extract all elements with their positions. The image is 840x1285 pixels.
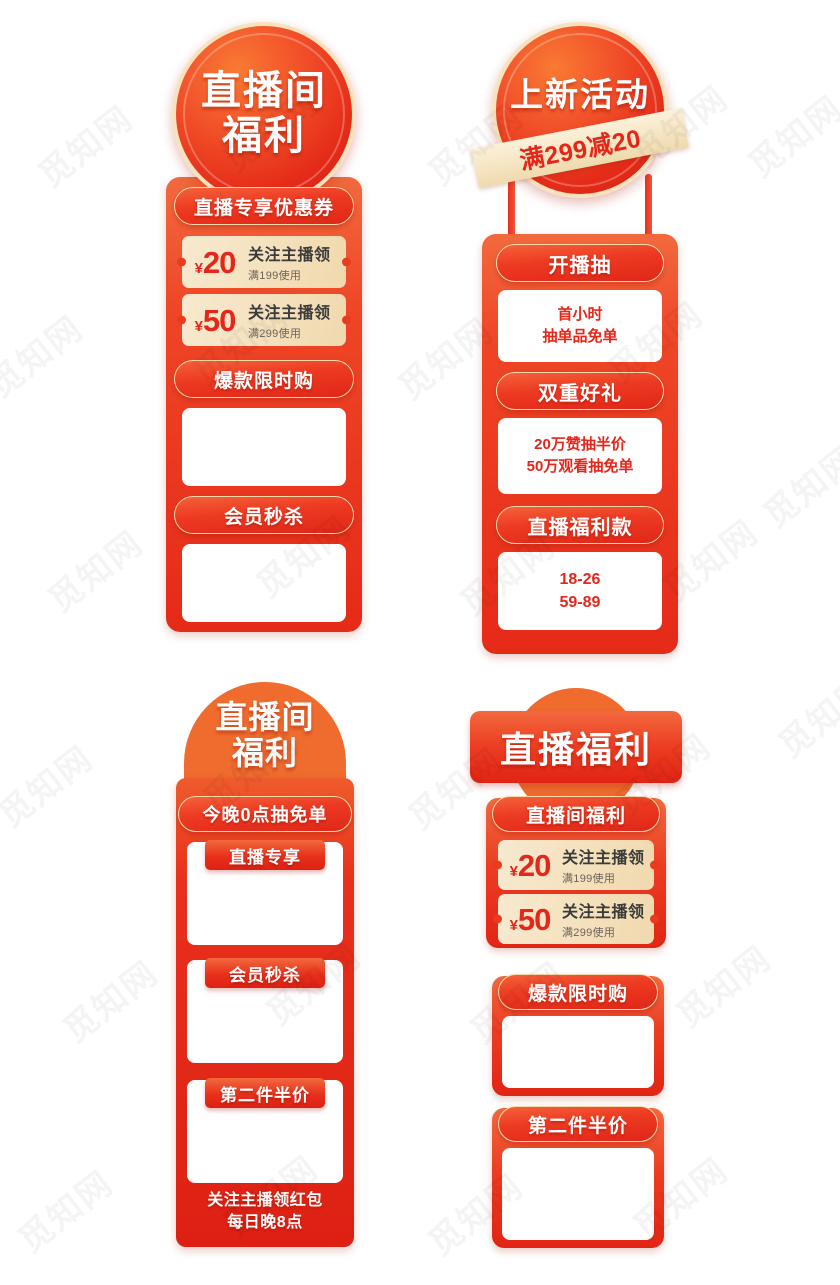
card3-section-title[interactable]: 会员秒杀 (205, 958, 325, 988)
coupon-notch-right (650, 914, 659, 924)
card3-arch-line1: 直播间 (215, 699, 315, 735)
card2-content-line: 59-89 (559, 594, 601, 611)
hanging-rod-right (645, 174, 652, 242)
coupon-notch-left (177, 257, 186, 267)
coupon-amount: ¥ 50 (182, 305, 248, 336)
card2-section-content: 20万赞抽半价 50万观看抽免单 (498, 418, 662, 494)
card-new-arrival-activity: 上新活动 满299减20 开播抽 首小时 抽单品免单 双重好礼 20万赞抽半价 … (471, 22, 689, 654)
card1-badge-line1: 直播间 (201, 69, 327, 114)
watermark-text: 觅知网 (51, 947, 166, 1052)
card4-header-pill[interactable]: 直播间福利 (492, 796, 660, 832)
coupon-currency: ¥ (509, 916, 518, 934)
coupon-ticket[interactable]: ¥ 20 关注主播领 满199使用 (177, 236, 351, 288)
coupon-currency: ¥ (194, 259, 203, 277)
coupon-info: 关注主播领 满299使用 (248, 299, 331, 341)
coupon-value: 50 (517, 901, 551, 937)
watermark-text: 觅知网 (766, 662, 840, 767)
coupon-info: 关注主播领 满199使用 (562, 844, 645, 886)
card3-arch-title: 直播间 福利 (176, 699, 354, 772)
coupon-notch-right (342, 257, 351, 267)
coupon-info: 关注主播领 满199使用 (248, 241, 331, 283)
card4-banner: 直播福利 (470, 711, 682, 783)
card2-content-line: 18-26 (559, 570, 601, 588)
card3-section-title[interactable]: 第二件半价 (205, 1078, 325, 1108)
coupon-action: 关注主播领 (562, 904, 645, 921)
card4-banner-title: 直播福利 (499, 729, 652, 770)
card-live-room-welfare-tabs: 直播间 福利 今晚0点抽免单 直播专享 会员秒杀 第二件半价 关注主播领红包 每… (176, 682, 354, 1247)
coupon-notch-left (493, 860, 502, 870)
card2-content-line: 20万赞抽半价 (534, 436, 626, 454)
coupon-ticket[interactable]: ¥ 20 关注主播领 满199使用 (493, 840, 659, 890)
watermark-text: 觅知网 (736, 82, 840, 187)
watermark-text: 觅知网 (6, 1157, 121, 1262)
card2-badge-title: 上新活动 (510, 76, 650, 114)
watermark-text: 觅知网 (0, 302, 92, 407)
coupon-ticket[interactable]: ¥ 50 关注主播领 满299使用 (177, 294, 351, 346)
card-live-room-welfare-coupons: 直播间 福利 直播专享优惠券 ¥ 20 关注主播领 满199使用 ¥ 50 (166, 22, 362, 632)
watermark-text: 觅知网 (36, 517, 151, 622)
coupon-action: 关注主播领 (248, 247, 331, 264)
coupon-condition: 满199使用 (248, 270, 302, 282)
coupon-condition: 满199使用 (562, 873, 616, 885)
card2-content-line: 抽单品免单 (542, 328, 618, 345)
coupon-currency: ¥ (509, 862, 518, 880)
watermark-text: 觅知网 (751, 432, 840, 537)
card2-section-title[interactable]: 开播抽 (496, 244, 664, 282)
coupon-value: 20 (202, 244, 236, 280)
coupon-amount: ¥ 20 (498, 850, 562, 881)
watermark-text: 觅知网 (0, 732, 102, 837)
coupon-info: 关注主播领 满299使用 (562, 898, 645, 940)
coupon-action: 关注主播领 (248, 305, 331, 322)
card1-circle-badge: 直播间 福利 (172, 22, 356, 206)
watermark-text: 觅知网 (26, 92, 141, 197)
coupon-ticket[interactable]: ¥ 50 关注主播领 满299使用 (493, 894, 659, 944)
coupon-action: 关注主播领 (562, 850, 645, 867)
coupon-condition: 满299使用 (562, 927, 616, 939)
card4-product-slot[interactable] (502, 1148, 654, 1240)
hanging-rod-left (508, 174, 515, 242)
coupon-notch-right (342, 315, 351, 325)
card4-section-title[interactable]: 第二件半价 (498, 1106, 658, 1142)
coupon-currency: ¥ (194, 317, 203, 335)
card1-product-slot[interactable] (182, 408, 346, 486)
coupon-condition: 满299使用 (248, 328, 302, 340)
card4-product-slot[interactable] (502, 1016, 654, 1088)
card1-section-title[interactable]: 会员秒杀 (174, 496, 354, 534)
card3-footer: 关注主播领红包 每日晚8点 (176, 1190, 354, 1233)
card2-circle-badge: 上新活动 (492, 22, 668, 198)
coupon-notch-left (177, 315, 186, 325)
coupon-value: 50 (202, 302, 236, 338)
card3-arch-line2: 福利 (231, 734, 298, 771)
card2-section-title[interactable]: 直播福利款 (496, 506, 664, 544)
coupon-notch-right (650, 860, 659, 870)
card2-section-content: 首小时 抽单品免单 (498, 290, 662, 362)
coupon-value: 20 (517, 847, 551, 883)
card3-section-title[interactable]: 直播专享 (205, 840, 325, 870)
card2-section-content: 18-26 59-89 (498, 552, 662, 630)
card1-product-slot[interactable] (182, 544, 346, 622)
card2-content-line: 首小时 (557, 306, 603, 324)
card2-content-line: 50万观看抽免单 (526, 458, 634, 475)
card2-section-title[interactable]: 双重好礼 (496, 372, 664, 410)
card1-section-title[interactable]: 爆款限时购 (174, 360, 354, 398)
card1-badge-line2: 福利 (222, 114, 306, 158)
card1-header-pill[interactable]: 直播专享优惠券 (174, 187, 354, 225)
card-live-welfare-banner: 直播福利 直播间福利 ¥ 20 关注主播领 满199使用 ¥ 50 (470, 688, 682, 1248)
coupon-notch-left (493, 914, 502, 924)
coupon-amount: ¥ 20 (182, 247, 248, 278)
card4-section-title[interactable]: 爆款限时购 (498, 974, 658, 1010)
card3-footer-line2: 每日晚8点 (227, 1213, 303, 1231)
card3-footer-line1: 关注主播领红包 (207, 1192, 323, 1209)
card3-header-pill[interactable]: 今晚0点抽免单 (178, 796, 352, 832)
coupon-amount: ¥ 50 (498, 904, 562, 935)
